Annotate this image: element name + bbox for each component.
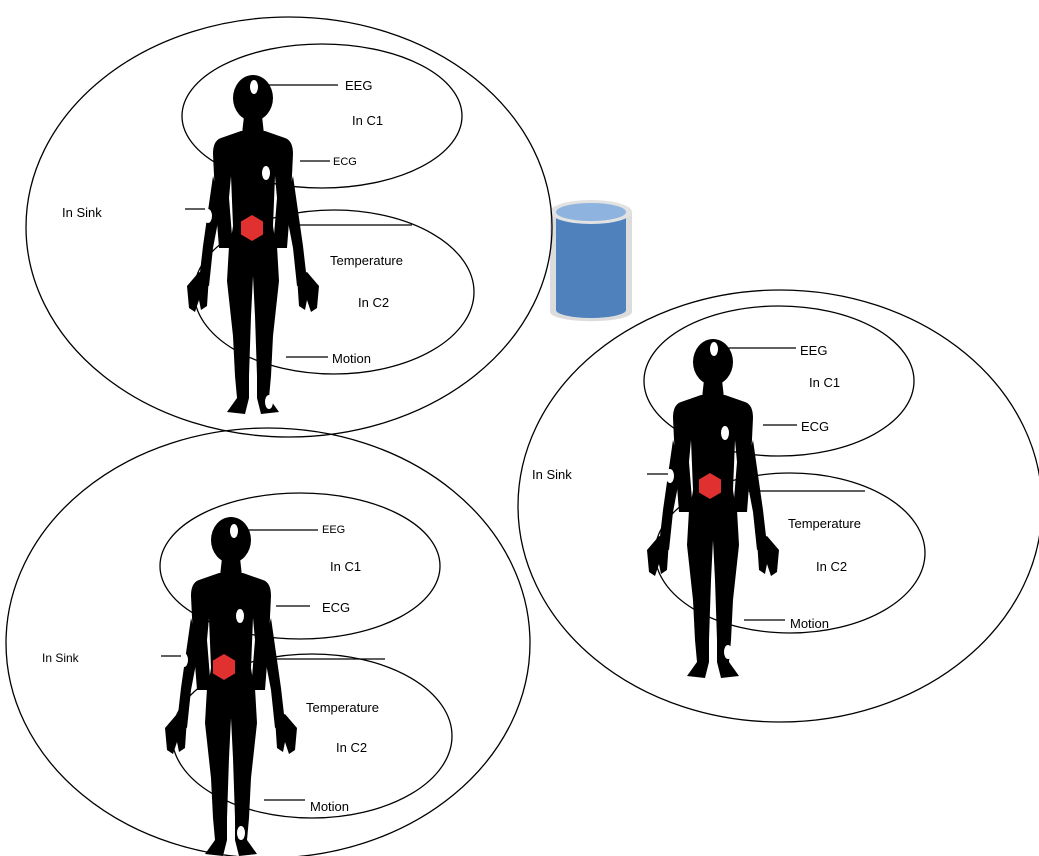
eeg-sensor-marker <box>230 524 238 538</box>
human-silhouette-icon <box>647 339 779 678</box>
motion-label: Motion <box>310 799 349 814</box>
sink-range-ellipse <box>518 290 1039 722</box>
patient-node-c: In Sink In C1 In C2 EEG ECG Temperature … <box>518 290 1039 722</box>
eeg-label: EEG <box>800 343 827 358</box>
sink-label: In Sink <box>42 651 80 665</box>
arm-sensor-marker <box>180 653 188 667</box>
ecg-sensor-marker <box>262 166 270 180</box>
sink-label: In Sink <box>62 205 102 220</box>
cluster-c1-label: In C1 <box>352 113 383 128</box>
ecg-sensor-marker <box>721 426 729 440</box>
temperature-label: Temperature <box>306 700 379 715</box>
temperature-sensor-marker <box>312 243 320 257</box>
cluster-c2-label: In C2 <box>816 559 847 574</box>
human-silhouette-icon <box>187 75 319 414</box>
ecg-label: ECG <box>801 419 829 434</box>
temperature-label: Temperature <box>788 516 861 531</box>
sink-label: In Sink <box>532 467 572 482</box>
motion-sensor-marker <box>237 826 245 840</box>
cluster-c2-label: In C2 <box>336 740 367 755</box>
cluster-c1-label: In C1 <box>809 375 840 390</box>
database-cylinder-icon <box>550 200 632 321</box>
motion-sensor-marker <box>265 395 273 409</box>
temperature-sensor-marker <box>283 681 291 695</box>
eeg-label: EEG <box>345 78 372 93</box>
eeg-sensor-marker <box>250 80 258 94</box>
ecg-label: ECG <box>333 156 357 168</box>
arm-sensor-marker <box>204 209 212 223</box>
temperature-sensor-marker <box>769 501 777 515</box>
cluster-c2-label: In C2 <box>358 295 389 310</box>
motion-label: Motion <box>790 616 829 631</box>
ecg-label: ECG <box>322 600 350 615</box>
arm-sensor-marker <box>666 469 674 483</box>
motion-sensor-marker <box>724 645 732 659</box>
patient-node-b: In Sink In C1 In C2 EEG ECG Temperature … <box>6 428 530 856</box>
cluster-c1-label: In C1 <box>330 559 361 574</box>
ecg-sensor-marker <box>236 609 244 623</box>
temperature-label: Temperature <box>330 253 403 268</box>
eeg-label: EEG <box>322 524 345 536</box>
human-silhouette-icon <box>165 517 297 856</box>
patient-node-a: In Sink In C1 In C2 EEG ECG Temperature … <box>26 17 552 437</box>
eeg-sensor-marker <box>710 342 718 356</box>
motion-label: Motion <box>332 351 371 366</box>
